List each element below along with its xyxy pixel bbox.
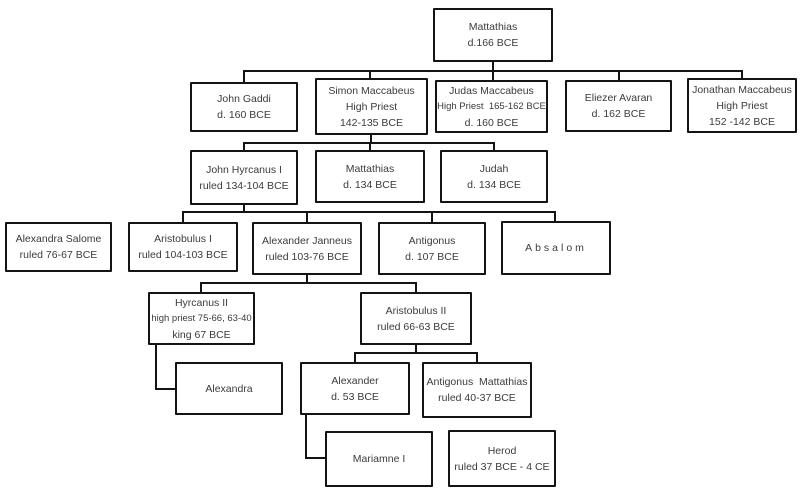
connector-gen3-drop-aristobulus-i bbox=[182, 211, 184, 222]
node-label-line: Absalom bbox=[525, 242, 587, 254]
node-label-line: Aristobulus II bbox=[385, 304, 447, 317]
tree-node-alexander: Alexander d. 53 BCE bbox=[300, 362, 410, 415]
connector-gen3-stub-john-hyrcanus bbox=[243, 205, 245, 213]
tree-node-alexandra: Alexandra bbox=[175, 362, 283, 415]
node-label-line: d.166 BCE bbox=[467, 37, 519, 49]
connector-gen1-drop-jonathan bbox=[741, 70, 743, 78]
node-label-line: ruled 103-76 BCE bbox=[265, 250, 349, 263]
tree-node-mattathias-sr: Mattathias d.166 BCE bbox=[433, 8, 553, 62]
node-label-line: Mariamne I bbox=[352, 453, 406, 465]
node-label-line: Alexandra bbox=[205, 382, 253, 395]
tree-node-eliezer-avaran: Eliezer Avaran d. 162 BCE bbox=[565, 80, 672, 132]
node-label-line: Hyrcanus II bbox=[174, 296, 229, 309]
node-label-line: Alexandra Salome bbox=[15, 233, 102, 245]
connector-hyrcanus-alexandra-v bbox=[155, 345, 157, 390]
node-label-line: 152 -142 BCE bbox=[709, 115, 775, 128]
node-label-line: Mattathias bbox=[345, 162, 395, 175]
node-label-line: ruled 37 BCE - 4 CE bbox=[454, 460, 550, 473]
node-label-line: High Priest bbox=[716, 99, 768, 112]
node-label-line: Antigonus bbox=[408, 234, 456, 247]
connector-gen5-drop-alexander bbox=[354, 352, 356, 362]
tree-node-mariamne-i: Mariamne I bbox=[325, 431, 433, 487]
node-label-line: Herod bbox=[487, 444, 517, 457]
node-label-line: Judas Maccabeus bbox=[449, 84, 534, 97]
node-label-line: king 67 BCE bbox=[172, 328, 231, 341]
tree-node-simon-maccabeus: Simon Maccabeus High Priest 142-135 BCE bbox=[315, 78, 428, 135]
connector-hyrcanus-alexandra-h bbox=[155, 388, 177, 390]
tree-node-antigonus-mattathias: Antigonus Mattathias ruled 40-37 BCE bbox=[422, 362, 532, 418]
node-label-line: ruled 40-37 BCE bbox=[438, 392, 516, 404]
tree-node-alexander-janneus: Alexander Janneus ruled 103-76 BCE bbox=[252, 222, 362, 275]
node-label-line: d. 134 BCE bbox=[343, 178, 397, 191]
tree-node-herod: Herod ruled 37 BCE - 4 CE bbox=[448, 430, 556, 487]
node-label-line: d. 160 BCE bbox=[217, 109, 271, 121]
node-label-line: Mattathias bbox=[468, 21, 518, 33]
connector-gen3-bar bbox=[182, 211, 556, 213]
tree-node-aristobulus-ii: Aristobulus II ruled 66-63 BCE bbox=[360, 292, 472, 345]
tree-node-absalom: Absalom bbox=[501, 221, 611, 275]
connector-gen2-drop-judah bbox=[493, 142, 495, 150]
tree-node-aristobulus-i: Aristobulus I ruled 104-103 BCE bbox=[128, 222, 238, 272]
connector-gen1-drop-simon bbox=[369, 70, 371, 78]
tree-node-judah: Judah d. 134 BCE bbox=[440, 150, 548, 203]
tree-node-john-hyrcanus-i: John Hyrcanus I ruled 134-104 BCE bbox=[190, 150, 298, 205]
connector-gen3-drop-alexander-janneus bbox=[306, 211, 308, 222]
connector-gen2-drop-john-hyrcanus bbox=[243, 142, 245, 150]
node-label-line: High Priest bbox=[345, 100, 398, 113]
tree-node-judas-maccabeus: Judas Maccabeus High Priest 165-162 BCE … bbox=[435, 80, 548, 133]
connector-gen5-stub-aristobulus-ii bbox=[415, 345, 417, 354]
connector-alexander-mariamne-h bbox=[305, 457, 327, 459]
connector-gen4-bar bbox=[200, 282, 417, 284]
connector-gen5-drop-antigonus-mattathias bbox=[476, 352, 478, 362]
node-label-line: Jonathan Maccabeus bbox=[692, 83, 792, 96]
node-label-line: John Hyrcanus I bbox=[206, 163, 282, 176]
connector-gen3-drop-antigonus bbox=[431, 211, 433, 222]
connector-gen1-drop-eliezer bbox=[618, 70, 620, 80]
node-label-line: d. 160 BCE bbox=[464, 116, 519, 129]
node-label-line: Simon Maccabeus bbox=[328, 84, 415, 97]
tree-node-mattathias-jr: Mattathias d. 134 BCE bbox=[315, 150, 425, 203]
node-label-line: d. 134 BCE bbox=[467, 178, 521, 191]
node-label-line: 142-135 BCE bbox=[339, 116, 404, 129]
tree-node-antigonus: Antigonus d. 107 BCE bbox=[378, 222, 486, 275]
connector-gen4-stub-alexander-janneus bbox=[306, 275, 308, 284]
node-label-line: High Priest 165-162 BCE bbox=[437, 100, 546, 112]
node-label-line: John Gaddi bbox=[217, 93, 271, 105]
node-label-line: ruled 104-103 BCE bbox=[138, 249, 228, 261]
tree-node-john-gaddi: John Gaddi d. 160 BCE bbox=[190, 82, 298, 132]
node-label-line: Judah bbox=[479, 162, 509, 175]
node-label-line: d. 107 BCE bbox=[405, 250, 459, 263]
node-label-line: ruled 76-67 BCE bbox=[19, 249, 98, 261]
node-label-line: high priest 75-66, 63-40 bbox=[151, 312, 252, 324]
connector-gen1-drop-john-gaddi bbox=[243, 70, 245, 82]
connector-gen4-drop-aristobulus-ii bbox=[415, 282, 417, 292]
node-label-line: Alexander bbox=[331, 374, 379, 387]
connector-gen5-bar bbox=[354, 352, 478, 354]
node-label-line: d. 162 BCE bbox=[591, 108, 646, 120]
connector-alexander-mariamne-v bbox=[305, 415, 307, 459]
node-label-line: ruled 66-63 BCE bbox=[377, 320, 455, 333]
connector-gen1-bar bbox=[243, 70, 743, 72]
node-label-line: ruled 134-104 BCE bbox=[199, 179, 289, 192]
node-label-line: Aristobulus I bbox=[154, 233, 212, 245]
tree-node-alexandra-salome: Alexandra Salome ruled 76-67 BCE bbox=[5, 222, 112, 272]
connector-gen2-stub-simon bbox=[370, 135, 372, 144]
tree-node-jonathan-maccabeus: Jonathan Maccabeus High Priest 152 -142 … bbox=[687, 78, 797, 133]
tree-node-hyrcanus-ii: Hyrcanus II high priest 75-66, 63-40 kin… bbox=[148, 292, 255, 345]
connector-gen2-drop-mattathias-jr bbox=[369, 142, 371, 150]
connector-gen3-drop-absalom bbox=[554, 211, 556, 221]
node-label-line: Eliezer Avaran bbox=[584, 92, 653, 104]
node-label-line: Alexander Janneus bbox=[262, 234, 352, 247]
node-label-line: Antigonus Mattathias bbox=[426, 376, 528, 388]
connector-gen4-drop-hyrcanus-ii bbox=[200, 282, 202, 292]
node-label-line: d. 53 BCE bbox=[331, 390, 379, 403]
